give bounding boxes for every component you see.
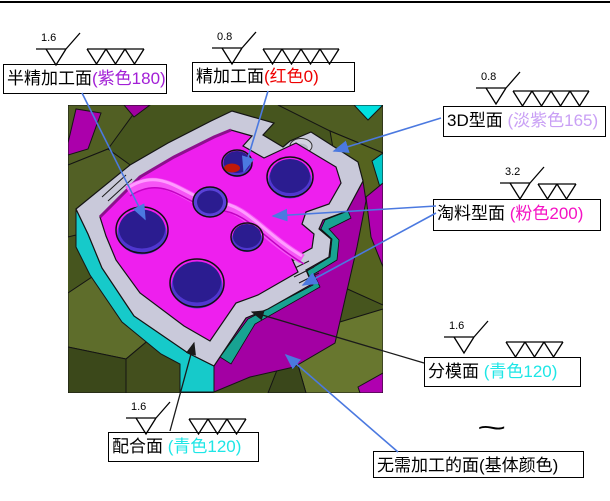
finish-triangles-icon [537,183,577,201]
red-finish-spot [224,163,240,173]
top-border-line [0,1,610,3]
label-mating-surface: 配合面 (青色120) [108,432,259,462]
finish-triangles-icon [512,90,590,108]
label-parting-surface: 分模面 (青色120) [424,357,581,387]
roughness-mark-mating-surface: 1.6 [126,400,172,436]
roughness-mark-finish: 0.8 [212,30,258,66]
label-no-machining-surface: 无需加工的面(基体颜色) [373,451,584,478]
check-symbol-icon [126,401,171,436]
roughness-value: 3.2 [505,166,521,178]
roughness-value: 1.6 [449,320,465,332]
label-scrap-surface: 淘料型面 (粉色200) [433,199,601,231]
roughness-value: 0.8 [217,31,233,43]
roughness-mark-3d-surface: 0.8 [476,70,522,106]
roughness-value: 0.8 [481,71,497,83]
roughness-mark-semi-finish: 1.6 [36,31,82,67]
cad-model-image [68,105,383,393]
finish-triangles-icon [188,418,247,436]
check-symbol-icon [36,32,81,67]
roughness-value: 1.6 [41,32,57,44]
finish-triangles-icon [86,48,145,66]
check-symbol-icon [476,71,521,106]
roughness-mark-scrap-surface: 3.2 [500,165,546,201]
check-symbol-icon [500,166,545,201]
check-symbol-icon [444,320,489,355]
finish-triangles-icon [262,48,340,66]
label-finish-surface: 精加工面(红色0) [192,62,355,92]
check-symbol-icon [212,31,257,66]
label-semi-finish-surface: 半精加工面(紫色180) [3,64,167,94]
label-3d-surface: 3D型面 (淡紫色165) [443,106,606,137]
roughness-mark-parting-surface: 1.6 [444,319,490,355]
finish-triangles-icon [505,341,564,359]
mold-core-scene [68,105,383,393]
no-machining-tilde-icon: ~ [477,412,507,443]
roughness-value: 1.6 [131,401,147,413]
